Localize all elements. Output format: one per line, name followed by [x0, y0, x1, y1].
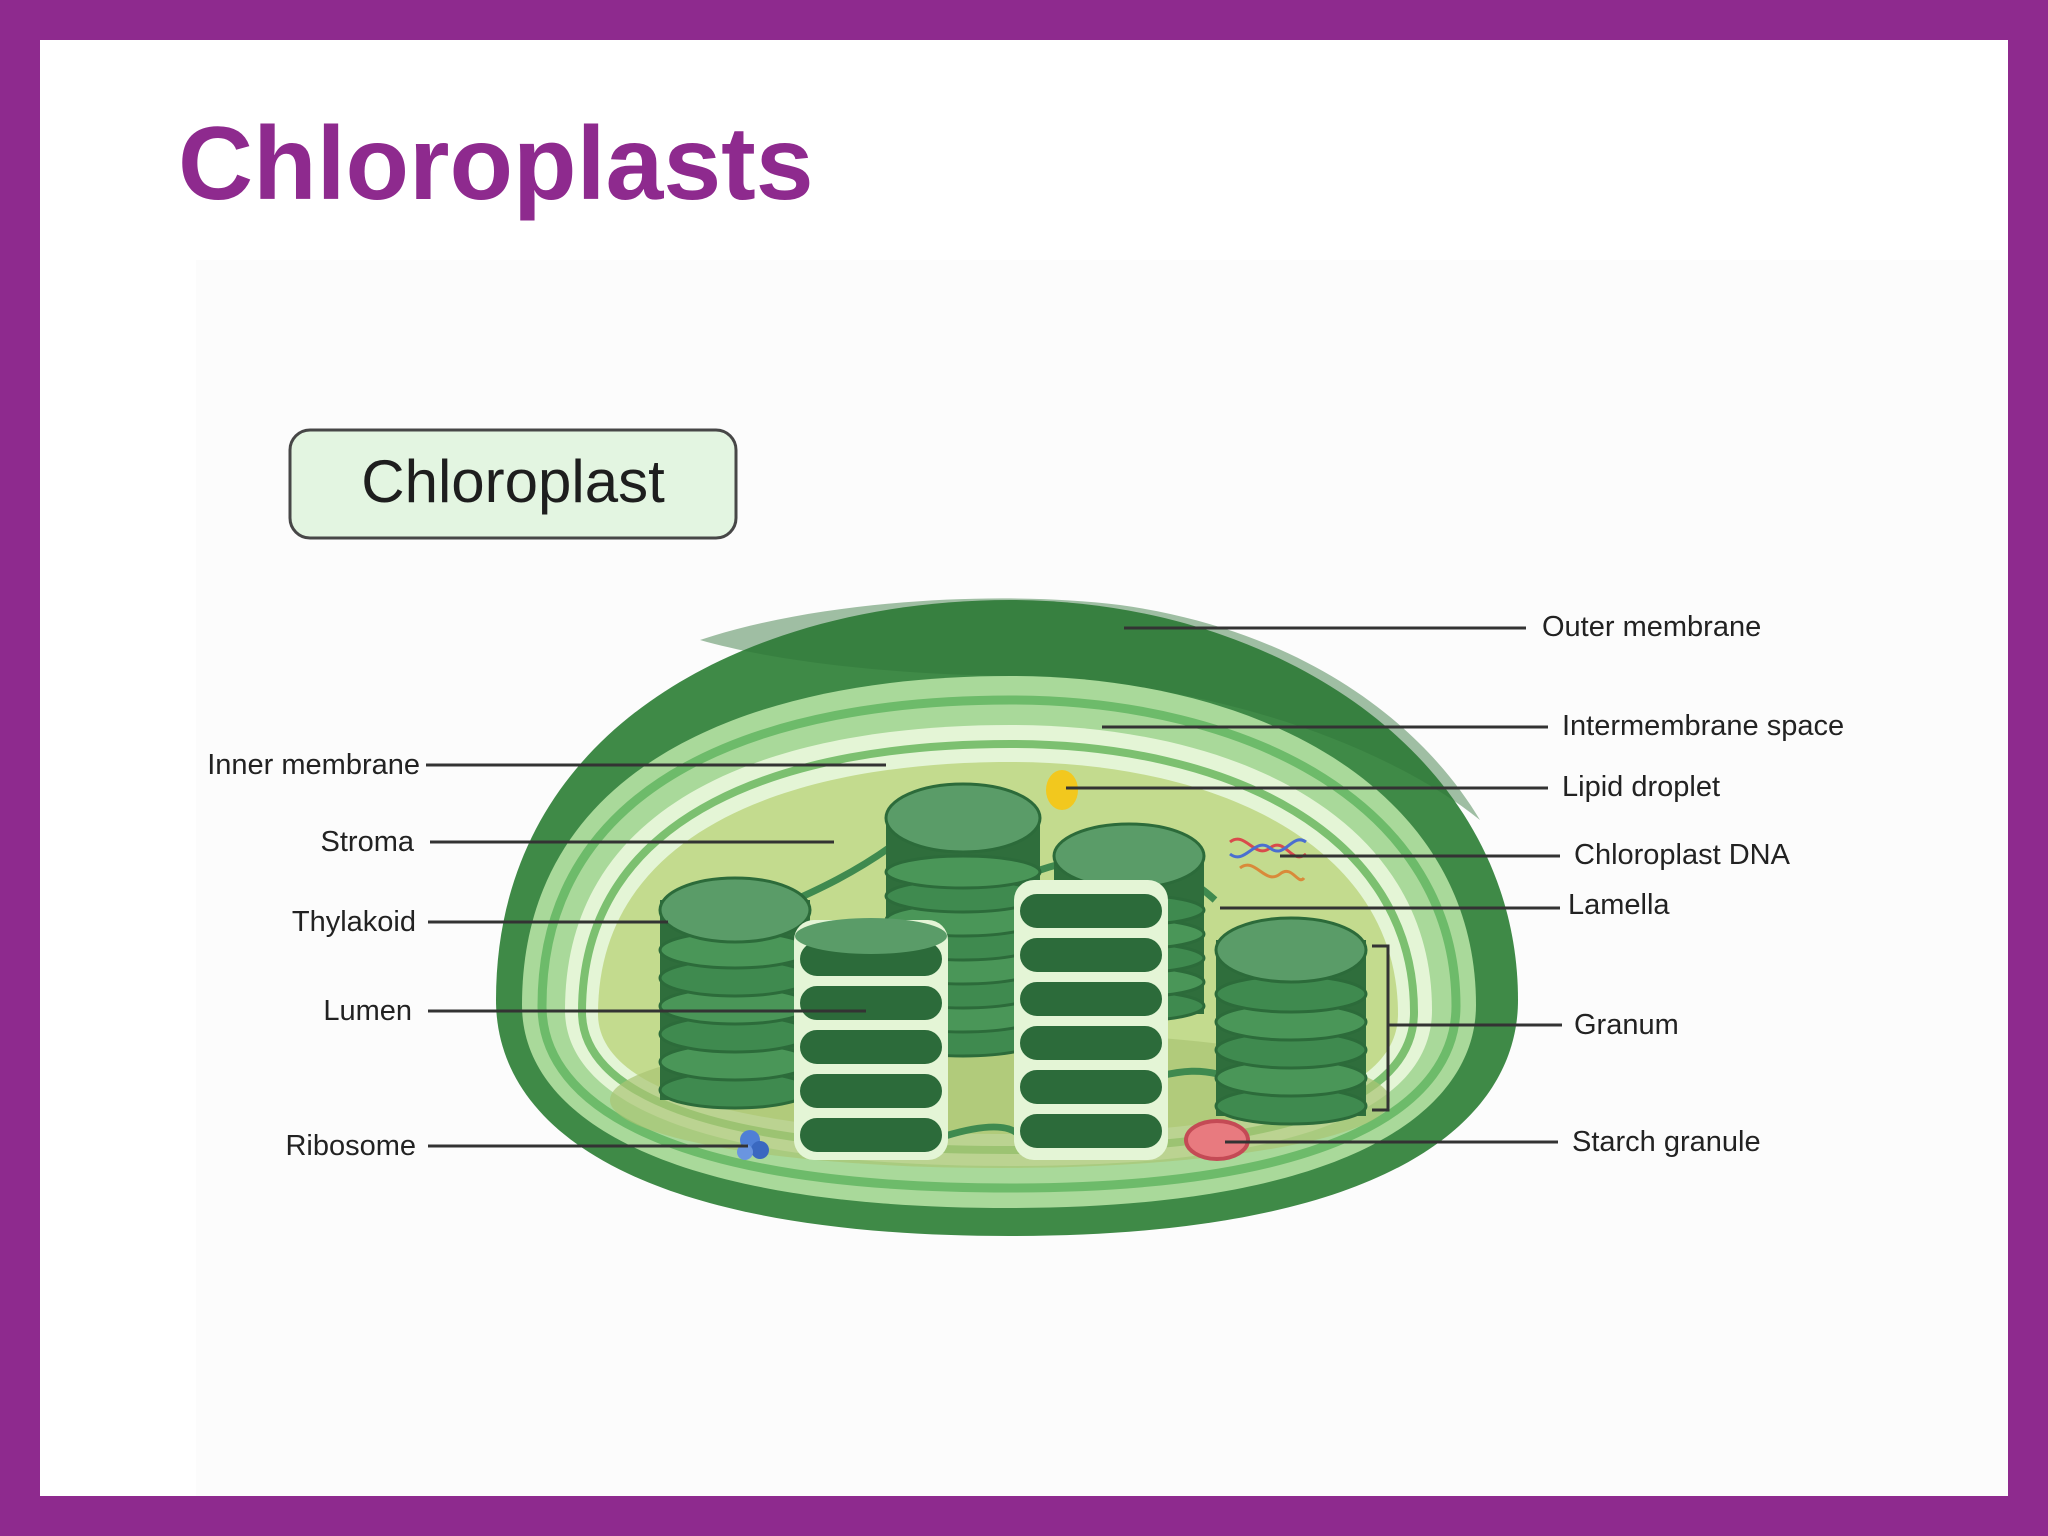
label-ribosome: Ribosome	[285, 1130, 416, 1162]
slide-title: Chloroplasts	[178, 106, 814, 222]
granum-bracket	[1372, 944, 1390, 1112]
labels-left: Inner membrane Stroma Thylakoid Lumen Ri…	[207, 749, 420, 1162]
label-inner-membrane: Inner membrane	[207, 749, 420, 781]
labels-right: Outer membrane Intermembrane space Lipid…	[1542, 611, 1844, 1158]
granum-front-left	[794, 918, 948, 1160]
starch-granule	[1184, 1119, 1250, 1161]
label-thylakoid: Thylakoid	[292, 906, 416, 938]
intermembrane-line-1	[537, 695, 1461, 1193]
label-intermembrane-space: Intermembrane space	[1562, 710, 1844, 742]
leader-lines	[426, 626, 1562, 1148]
label-outer-membrane: Outer membrane	[1542, 611, 1761, 643]
granum-left	[658, 876, 812, 1110]
label-stroma: Stroma	[321, 826, 415, 858]
outer-membrane-top-shade	[700, 598, 1480, 820]
label-chloroplast-dna: Chloroplast DNA	[1574, 839, 1791, 871]
label-lumen: Lumen	[323, 995, 412, 1027]
granum-right	[1214, 916, 1368, 1126]
diagram-heading: Chloroplast	[361, 448, 665, 515]
label-lipid-droplet: Lipid droplet	[1562, 771, 1720, 803]
label-starch-granule: Starch granule	[1572, 1126, 1761, 1158]
label-granum: Granum	[1574, 1009, 1679, 1041]
label-lamella: Lamella	[1568, 889, 1670, 921]
lipid-droplet	[1046, 770, 1078, 810]
granum-front-right	[1014, 880, 1168, 1160]
diagram-heading-box: Chloroplast	[288, 428, 738, 540]
